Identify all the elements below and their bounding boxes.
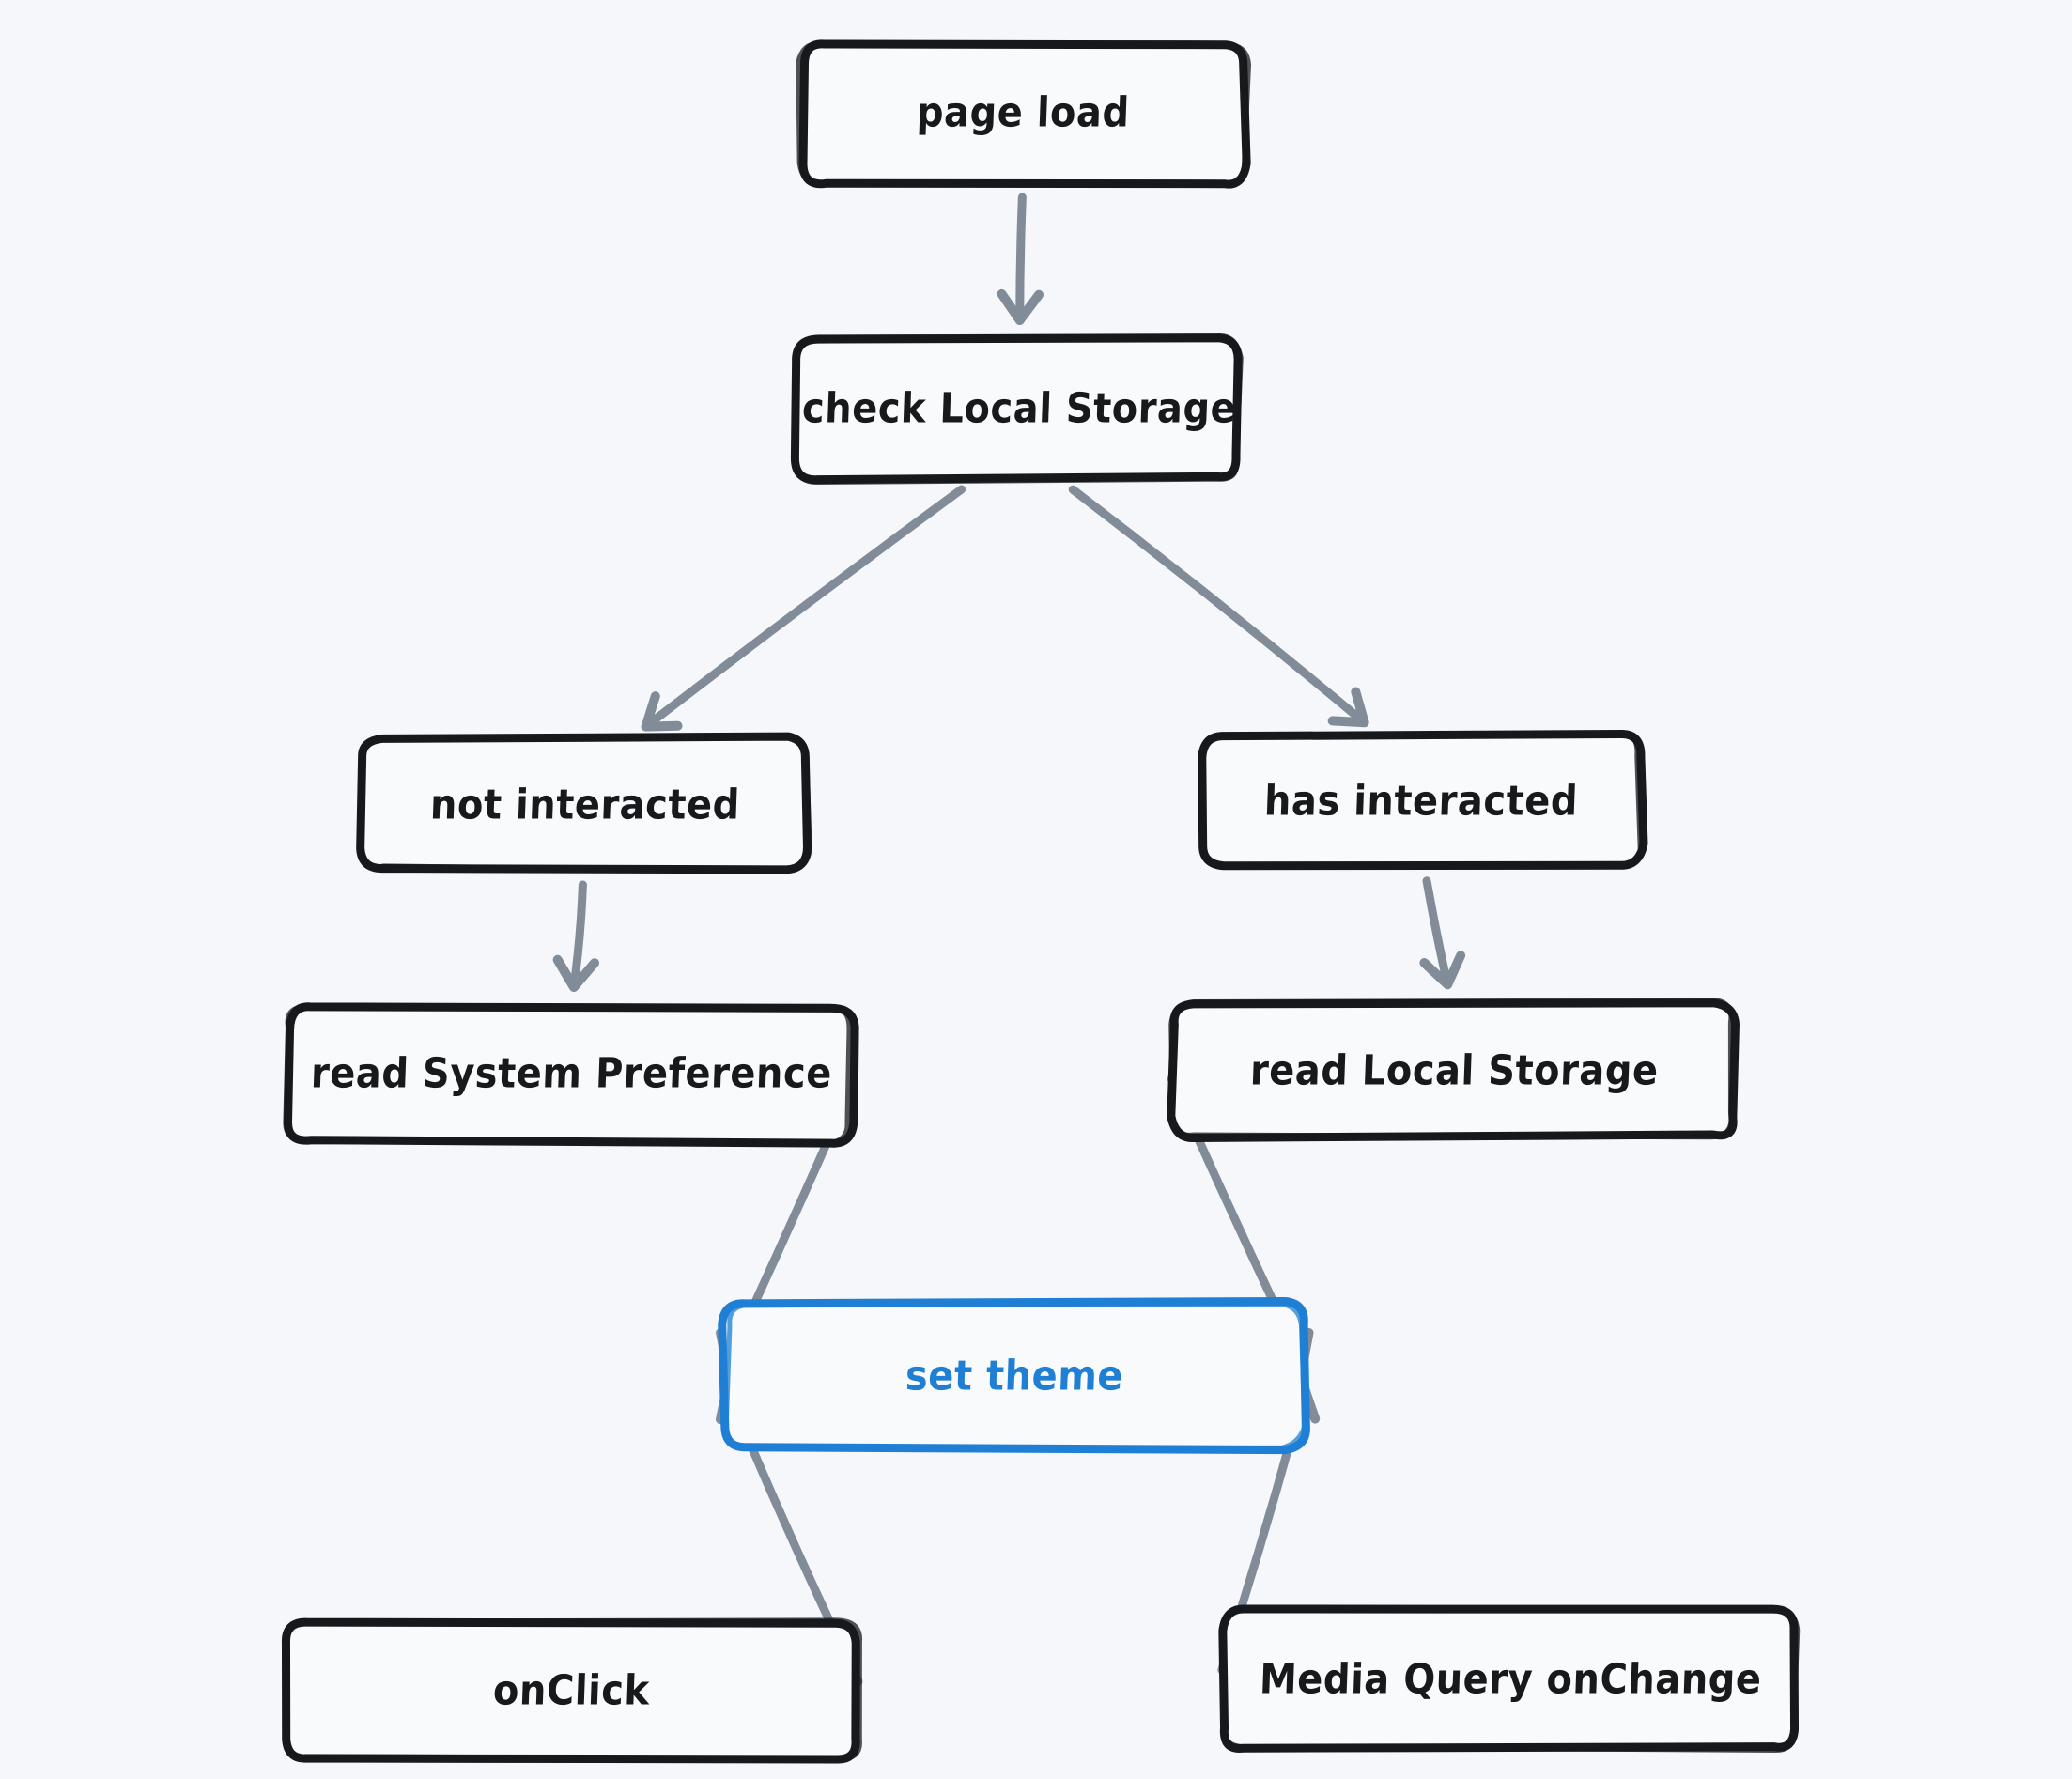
arrowhead-icon: [641, 691, 683, 732]
node-label-page-load: page load: [915, 88, 1131, 137]
node-shape-not-interacted: [356, 732, 812, 875]
node-not-interacted[interactable]: not interacted: [356, 732, 812, 875]
node-shape-read-system-pref: [283, 1000, 859, 1148]
node-label-set-theme: set theme: [905, 1352, 1125, 1400]
arrowhead-icon: [1419, 951, 1466, 990]
node-shape-check-local: [790, 333, 1245, 485]
node-label-media-query: Media Query onChange: [1258, 1655, 1763, 1703]
node-read-local-storage[interactable]: read Local Storage: [1167, 998, 1740, 1143]
node-shape-set-theme: [718, 1297, 1310, 1455]
node-label-read-local-storage: read Local Storage: [1248, 1046, 1660, 1094]
node-on-click[interactable]: onClick: [280, 1617, 862, 1764]
node-set-theme[interactable]: set theme: [718, 1297, 1310, 1455]
node-media-query[interactable]: Media Query onChange: [1218, 1604, 1801, 1753]
node-label-on-click: onClick: [491, 1666, 651, 1714]
node-read-system-pref[interactable]: read System Preference: [283, 1000, 859, 1148]
node-check-local[interactable]: check Local Storage: [790, 333, 1245, 485]
node-shape-page-load: [796, 38, 1252, 189]
node-has-interacted[interactable]: has interacted: [1196, 730, 1648, 872]
arrowhead-icon: [552, 954, 600, 993]
node-label-read-system-pref: read System Preference: [309, 1049, 833, 1097]
node-label-has-interacted: has interacted: [1263, 777, 1579, 826]
node-label-check-local: check Local Storage: [800, 384, 1238, 433]
edge-page-load-to-check-local: [997, 193, 1044, 326]
edge-not-interacted-to-read-system-pref: [552, 880, 600, 993]
node-shape-on-click: [280, 1617, 862, 1764]
node-shape-media-query: [1218, 1604, 1801, 1753]
arrowhead-icon: [997, 288, 1044, 326]
node-shape-read-local-storage: [1167, 998, 1740, 1143]
node-page-load[interactable]: page load: [796, 38, 1252, 189]
edge-has-interacted-to-read-local-storage: [1419, 876, 1466, 990]
edge-check-local-to-has-interacted: [1068, 485, 1369, 728]
node-label-not-interacted: not interacted: [429, 781, 741, 829]
arrowhead-icon: [1327, 687, 1369, 728]
node-shape-has-interacted: [1196, 730, 1648, 872]
edge-check-local-to-not-interacted: [641, 485, 966, 732]
